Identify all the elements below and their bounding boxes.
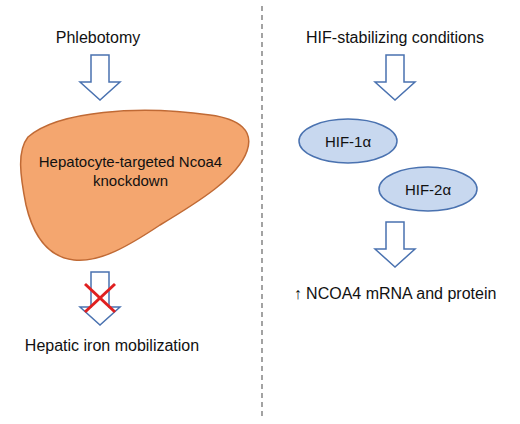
hollow-arrow bbox=[375, 55, 415, 100]
divider-line bbox=[261, 6, 262, 420]
liver-outline bbox=[21, 110, 249, 260]
protein-ellipse: HIF-2α bbox=[378, 166, 478, 212]
text-label: ↑ NCOA4 mRNA and protein bbox=[275, 284, 515, 304]
protein-ellipse: HIF-1α bbox=[298, 118, 398, 164]
liver-shape: Hepatocyte-targeted Ncoa4 knockdown bbox=[18, 105, 253, 265]
node-text: HIF-1α bbox=[325, 132, 371, 151]
block-cross bbox=[85, 284, 115, 312]
hollow-arrow bbox=[375, 222, 415, 267]
hollow-arrow bbox=[80, 272, 120, 325]
node-text: Hepatocyte-targeted Ncoa4 knockdown bbox=[28, 152, 233, 190]
block-cross bbox=[85, 284, 115, 312]
text-label: Phlebotomy bbox=[0, 28, 218, 48]
ellipse-outline bbox=[299, 119, 397, 163]
text-label: HIF-stabilizing conditions bbox=[275, 28, 515, 48]
hollow-arrow bbox=[80, 55, 120, 100]
text-label: Hepatic iron mobilization bbox=[0, 336, 232, 356]
ellipse-outline bbox=[379, 167, 477, 211]
node-text: HIF-2α bbox=[405, 180, 451, 199]
